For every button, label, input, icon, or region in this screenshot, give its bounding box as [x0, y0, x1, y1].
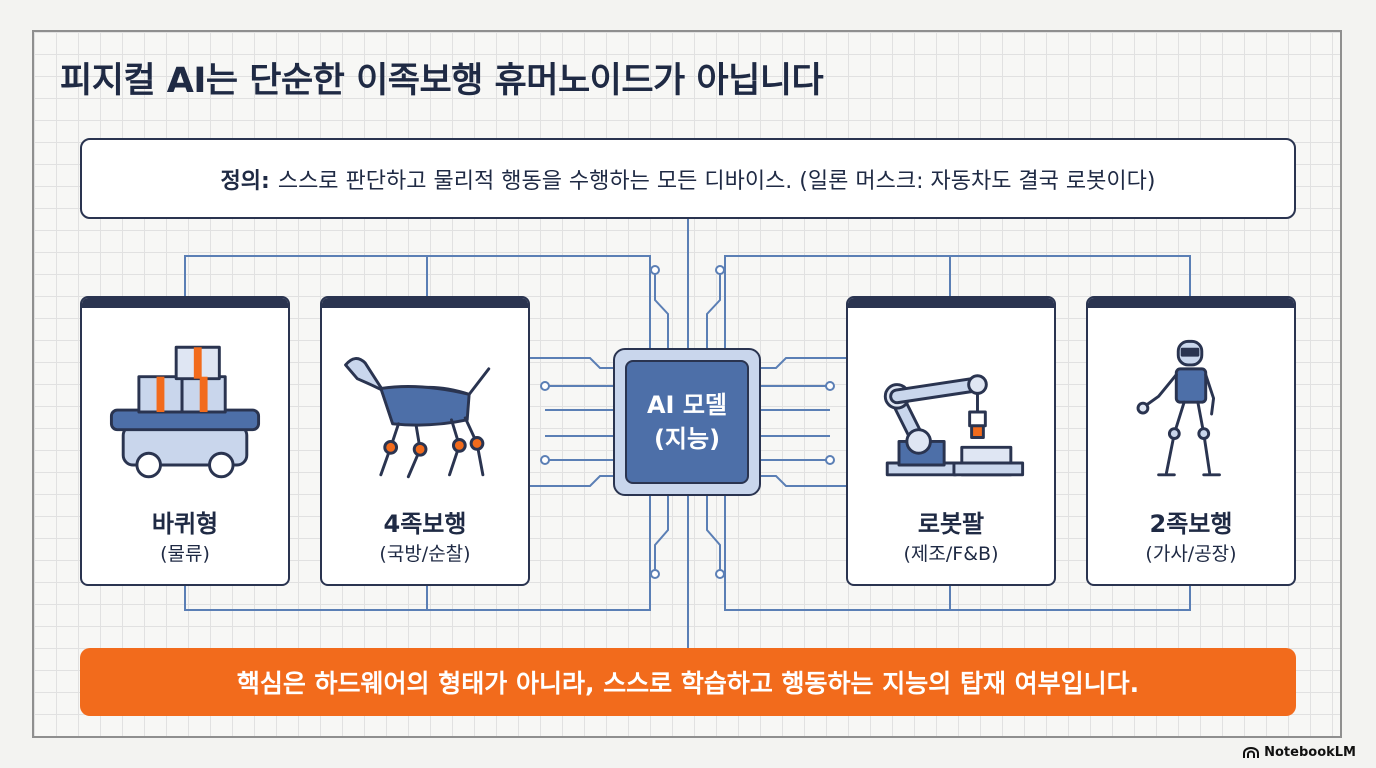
robot-type-card-arm: 로봇팔 (제조/F&B) — [846, 296, 1056, 586]
humanoid-robot-icon — [1136, 339, 1221, 477]
robot-type-card-quadruped: 4족보행 (국방/순찰) — [320, 296, 530, 586]
notebooklm-logo: NotebookLM — [1243, 745, 1356, 760]
chip-label: AI 모델 — [646, 391, 728, 419]
notebooklm-logo-icon — [1243, 746, 1260, 758]
robot-arm-icon — [883, 374, 1025, 477]
card-use: (제조/F&B) — [903, 543, 999, 565]
definition-box: 정의: 스스로 판단하고 물리적 행동을 수행하는 모든 디바이스. (일론 머… — [80, 138, 1296, 219]
logo-text: NotebookLM — [1264, 745, 1356, 760]
ai-model-core: AI 모델 (지능) — [625, 360, 749, 484]
card-name: 2족보행 — [1149, 510, 1233, 538]
definition-text: 스스로 판단하고 물리적 행동을 수행하는 모든 디바이스. (일론 머스크: … — [277, 168, 1156, 194]
core-message-banner: 핵심은 하드웨어의 형태가 아니라, 스스로 학습하고 행동하는 지능의 탑재 … — [80, 648, 1296, 716]
card-use: (국방/순찰) — [379, 543, 471, 565]
robot-type-card-humanoid: 2족보행 (가사/공장) — [1086, 296, 1296, 586]
card-header-bar — [322, 298, 528, 308]
card-header-bar — [848, 298, 1054, 308]
slide-title: 피지컬 AI는 단순한 이족보행 휴머노이드가 아닙니다 — [60, 61, 824, 101]
card-header-bar — [1088, 298, 1294, 308]
card-name: 바퀴형 — [151, 510, 219, 538]
card-name: 4족보행 — [383, 510, 467, 538]
card-use: (물류) — [160, 543, 210, 565]
card-use: (가사/공장) — [1145, 543, 1237, 565]
ai-model-chip: AI 모델 (지능) — [613, 348, 761, 496]
card-header-bar — [82, 298, 288, 308]
robot-type-card-wheeled: 바퀴형 (물류) — [80, 296, 290, 586]
card-name: 로봇팔 — [917, 510, 985, 538]
wheeled-cargo-robot-icon — [109, 345, 261, 479]
chip-sublabel: (지능) — [653, 425, 721, 453]
definition-label: 정의: — [220, 168, 270, 194]
quadruped-robot-dog-icon — [344, 357, 491, 479]
